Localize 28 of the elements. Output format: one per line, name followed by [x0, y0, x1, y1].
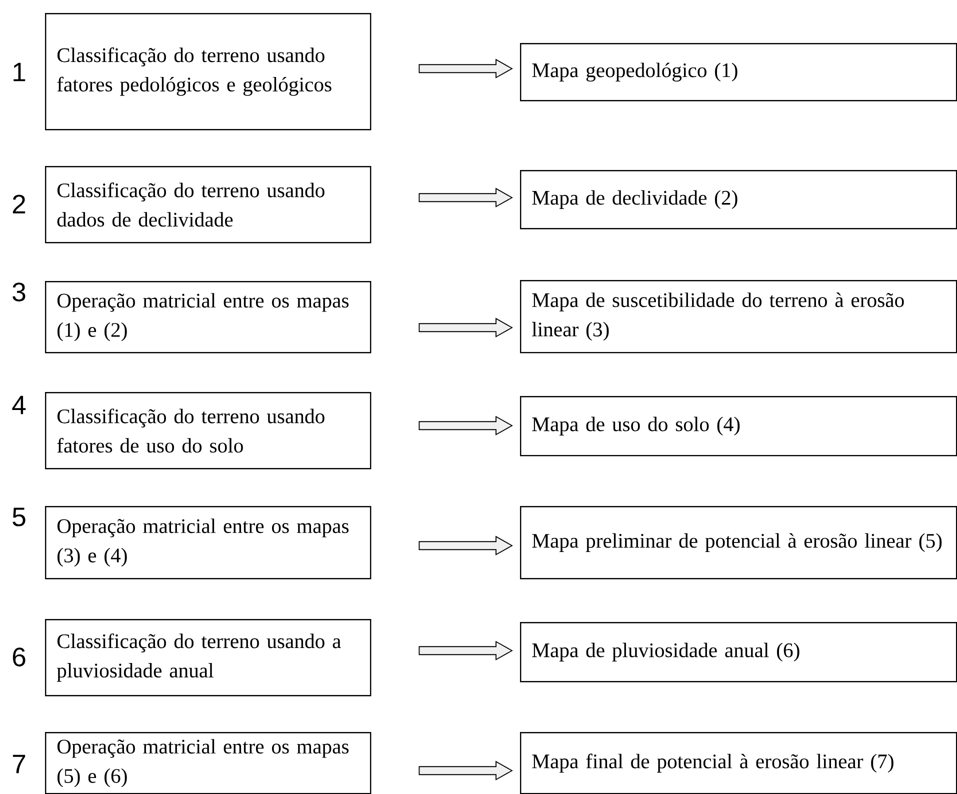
process-box: Operação matricial entre os mapas (5) e (6): [45, 732, 372, 794]
block-arrow: [418, 318, 513, 338]
block-arrow: [418, 188, 513, 208]
process-box: Mapa de declividade (2): [520, 170, 957, 230]
step-number: 6: [12, 648, 26, 666]
step-number: 2: [12, 194, 26, 214]
process-box: Mapa final de potencial à erosão linear (7): [520, 732, 957, 794]
process-box: Classificação do terreno usando a pluviosidade anual: [45, 619, 372, 696]
block-arrow: [418, 58, 513, 78]
process-box: Mapa de suscetibilidade do terreno à erosão linear (3): [520, 280, 957, 354]
block-arrow: [418, 536, 513, 556]
block-arrow: [418, 760, 513, 780]
step-number: 5: [12, 508, 26, 526]
process-box: Classificação do terreno usando fatores de uso do solo: [45, 392, 372, 470]
process-box: Mapa de pluviosidade anual (6): [520, 622, 957, 682]
process-box: Classificação do terreno usando dados de declividade: [45, 166, 372, 244]
process-box: Operação matricial entre os mapas (1) e (2): [45, 281, 372, 354]
step-number: 7: [12, 754, 26, 774]
step-number: 4: [12, 396, 26, 414]
block-arrow: [418, 640, 513, 660]
step-number: 3: [12, 282, 26, 302]
step-number: 1: [14, 62, 26, 82]
process-box: Classificação do terreno usando fatores pedológicos e geológicos: [45, 13, 372, 130]
process-box: Mapa geopedológico (1): [520, 43, 957, 102]
process-box: Mapa de uso do solo (4): [520, 396, 957, 456]
process-box: Operação matricial entre os mapas (3) e (4): [45, 506, 372, 580]
process-box: Mapa preliminar de potencial à erosão linear (5): [520, 506, 957, 580]
block-arrow: [418, 416, 513, 436]
